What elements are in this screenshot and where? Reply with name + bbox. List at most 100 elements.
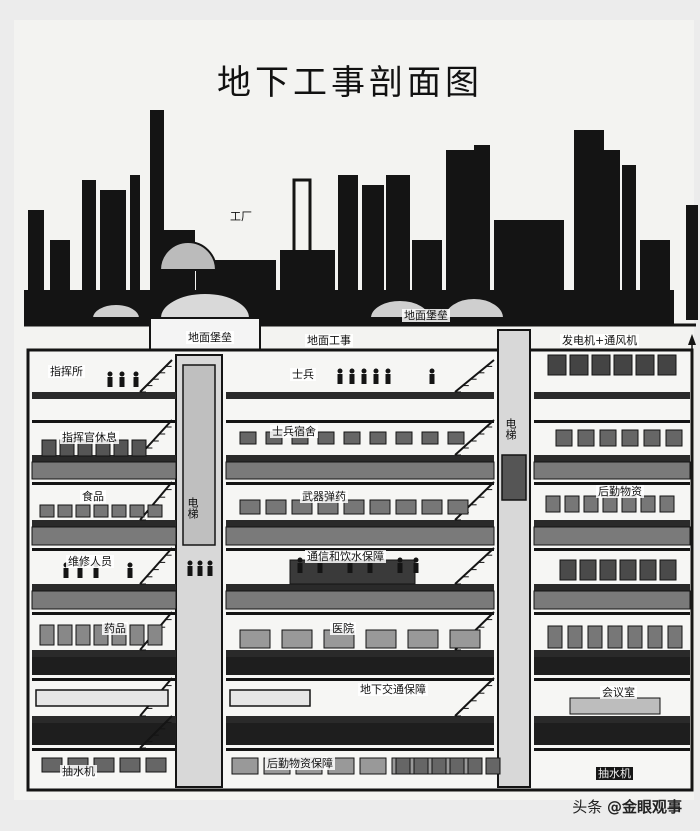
rock-layer	[31, 590, 177, 610]
equipment	[265, 499, 287, 515]
floor-slab	[32, 716, 176, 723]
equipment	[545, 495, 561, 513]
person-head	[119, 371, 125, 377]
person-body	[373, 374, 379, 384]
label-ground-work: 地面工事	[305, 334, 353, 347]
watermark: 头条 @金眼观事	[572, 796, 682, 817]
person-head	[373, 368, 379, 374]
person-body	[107, 377, 113, 387]
rock-layer	[31, 461, 177, 480]
person-head	[133, 371, 139, 377]
floor-slab	[534, 455, 690, 462]
equipment	[583, 495, 599, 513]
equipment	[41, 439, 57, 457]
floor-slab	[32, 455, 176, 462]
equipment	[239, 431, 257, 445]
person-body	[429, 374, 435, 384]
label-food: 食品	[80, 490, 106, 503]
person-head	[297, 557, 303, 563]
rock-layer	[225, 526, 495, 546]
stack	[622, 165, 636, 320]
equipment	[467, 757, 483, 775]
equipment	[395, 431, 413, 445]
label-medicine: 药品	[102, 622, 128, 635]
label-meeting-room: 会议室	[600, 686, 637, 699]
floor-slab	[534, 482, 690, 485]
equipment	[659, 559, 677, 581]
equipment	[93, 504, 109, 518]
equipment	[647, 625, 663, 649]
floor-slab	[226, 612, 494, 615]
equipment	[147, 504, 163, 518]
label-ground-fort: 地面堡垒	[186, 331, 234, 344]
equipment	[449, 757, 465, 775]
watermark-prefix: 头条	[572, 798, 603, 816]
equipment	[659, 495, 675, 513]
staircase	[139, 481, 173, 521]
person-body	[367, 563, 373, 573]
equipment	[129, 624, 145, 646]
tunnel-band	[226, 657, 494, 675]
equipment	[640, 495, 656, 513]
equipment	[667, 625, 683, 649]
equipment	[447, 499, 469, 515]
floor-slab	[534, 420, 690, 423]
equipment	[449, 629, 481, 649]
label-soldiers: 士兵	[290, 368, 316, 381]
equipment	[369, 431, 387, 445]
staircase	[139, 359, 173, 393]
rock-layer	[533, 461, 691, 480]
floor-slab	[32, 678, 176, 681]
rock-layer	[533, 526, 691, 546]
staircase	[454, 677, 495, 717]
stack	[338, 175, 358, 320]
elevator-car-right	[501, 454, 527, 501]
equipment	[619, 559, 637, 581]
equipment	[621, 429, 639, 447]
equipment	[607, 625, 623, 649]
label-logistics-support: 后勤物资保障	[265, 757, 335, 770]
equipment	[657, 354, 677, 376]
label-ground-fort-right: 地面堡垒	[402, 309, 450, 322]
person-body	[361, 374, 367, 384]
floor-slab	[226, 520, 494, 527]
equipment	[599, 429, 617, 447]
equipment	[567, 625, 583, 649]
depth-arrow-head	[688, 334, 696, 345]
equipment	[639, 559, 657, 581]
elevator-car-left	[182, 364, 216, 546]
floor-slab	[534, 678, 690, 681]
watermark-account: @金眼观事	[606, 798, 682, 816]
label-logistics-materials: 后勤物资	[596, 485, 644, 498]
equipment	[231, 757, 259, 775]
label-underground-transport: 地下交通保障	[358, 683, 428, 696]
equipment	[587, 625, 603, 649]
floor-slab	[226, 584, 494, 591]
equipment	[407, 629, 439, 649]
equipment	[93, 757, 115, 773]
label-generator: 发电机+通风机	[560, 334, 640, 347]
equipment	[602, 495, 618, 513]
floor-slab	[534, 612, 690, 615]
staircase	[454, 359, 495, 393]
equipment	[621, 495, 637, 513]
pipe-tower	[82, 180, 96, 320]
person-head	[127, 562, 133, 568]
equipment	[343, 499, 365, 515]
person-body	[347, 563, 353, 573]
label-elevator-left: 电梯	[186, 497, 199, 519]
equipment	[431, 757, 447, 775]
equipment	[395, 499, 417, 515]
equipment	[75, 624, 91, 646]
equipment	[547, 625, 563, 649]
floor-slab	[32, 748, 176, 751]
person-head	[429, 368, 435, 374]
equipment	[39, 624, 55, 646]
label-weapons: 武器弹药	[300, 490, 348, 503]
person-head	[207, 560, 213, 566]
ground-dome	[158, 292, 252, 319]
equipment	[365, 629, 397, 649]
label-maintenance: 维修人员	[66, 555, 114, 568]
